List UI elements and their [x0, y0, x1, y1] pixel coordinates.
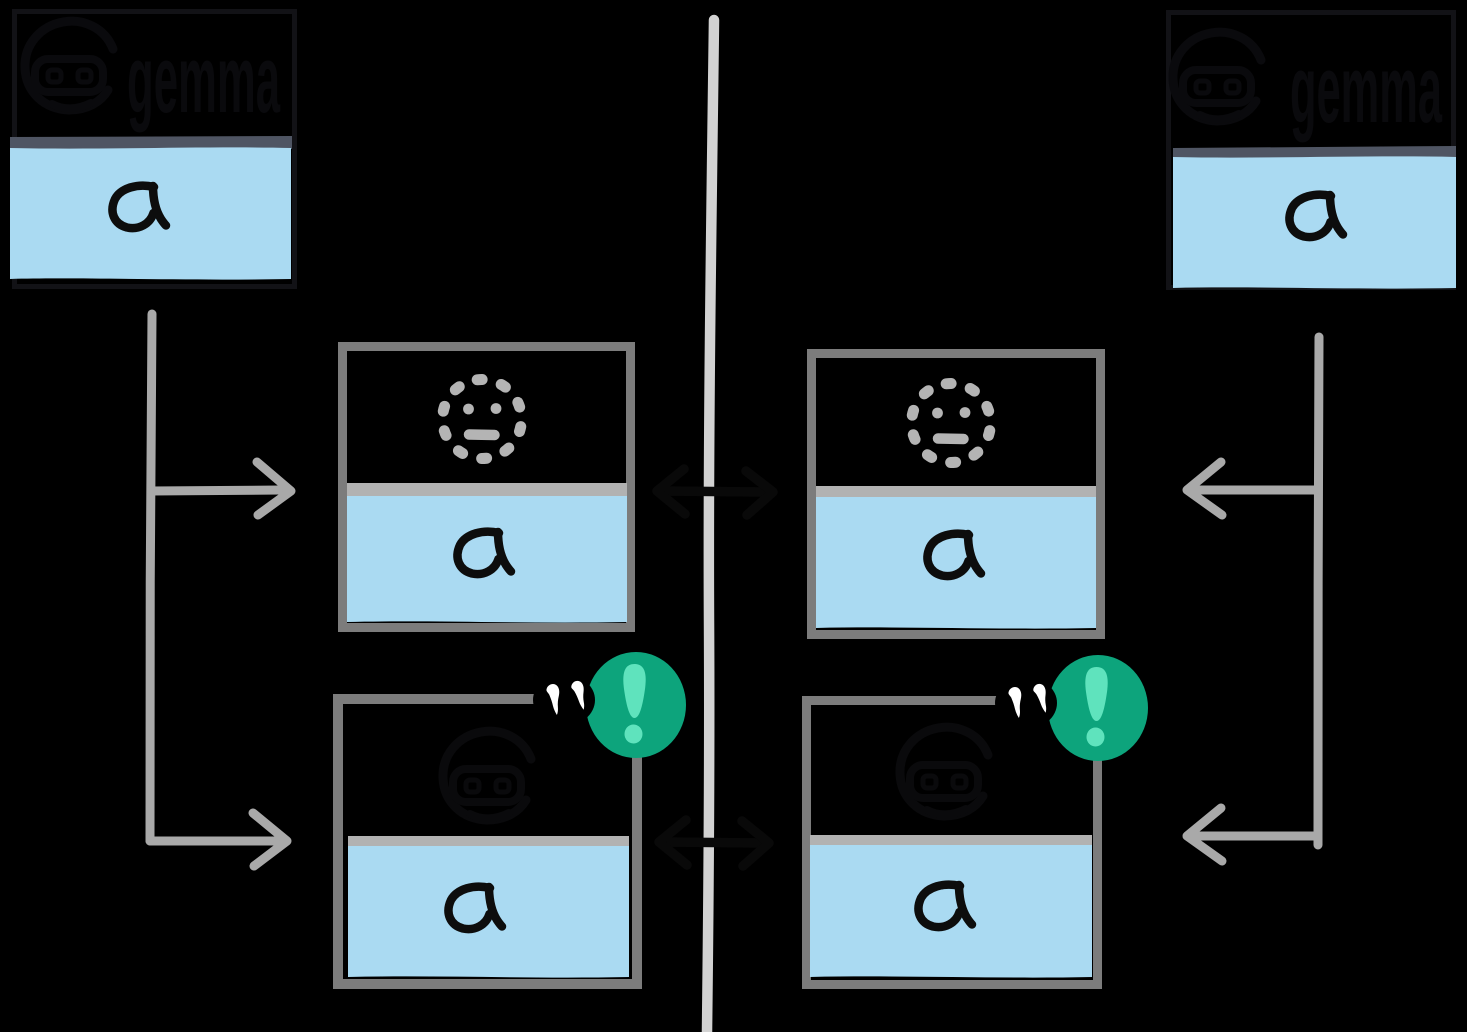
svg-text:gemma: gemma	[127, 26, 280, 133]
svg-text:gemma: gemma	[1290, 36, 1442, 143]
